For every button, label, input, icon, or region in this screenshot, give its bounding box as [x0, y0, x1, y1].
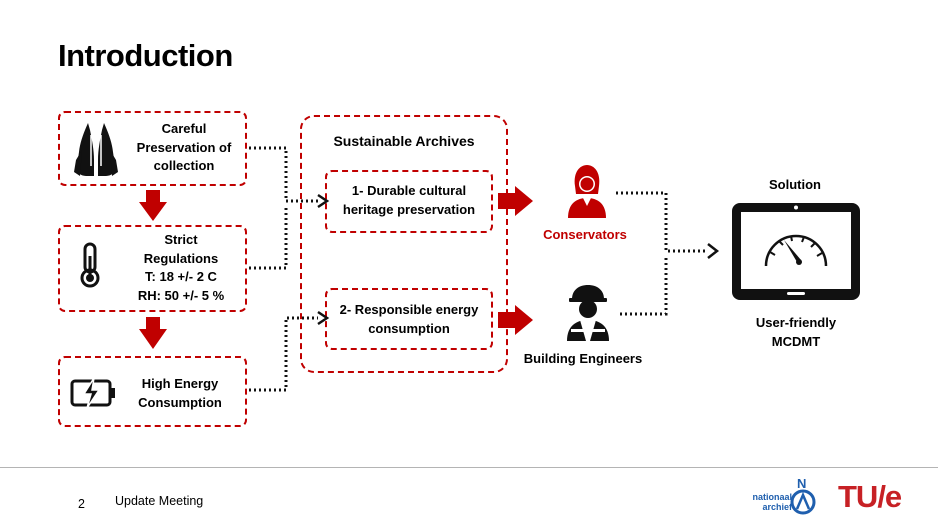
- nationaal-archief-icon: [790, 489, 816, 515]
- box-strict-regulations: [58, 225, 247, 312]
- logo-text: nationaal: [752, 492, 792, 502]
- text-line: User-friendly: [755, 315, 837, 330]
- logo-text: archief: [762, 502, 792, 512]
- tue-logo: TU/e: [838, 479, 902, 514]
- page-number: 2: [78, 497, 85, 511]
- nationaal-archief-logo: nationaal archief: [732, 492, 792, 512]
- text-line: Preservation of: [136, 139, 232, 155]
- text-line: MCDMT: [771, 334, 821, 349]
- praying-hands-icon: [74, 123, 118, 176]
- connector-left-top: [249, 146, 318, 270]
- box-high-energy-text: High Energy Consumption: [128, 375, 232, 412]
- text-line: T: 18 +/- 2 C: [145, 269, 217, 284]
- box-careful-preservation-text: Careful Preservation of collection: [122, 120, 246, 176]
- footer-text: Update Meeting: [115, 494, 204, 508]
- box-strict-regulations-text: Strict Regulations T: 18 +/- 2 C RH: 50 …: [120, 231, 242, 305]
- text-line: consumption: [368, 320, 450, 336]
- text-line: Consumption: [138, 394, 222, 410]
- arrowhead: [317, 310, 330, 326]
- nationaal-archief-letter: N: [797, 476, 807, 491]
- arrow-down: [139, 317, 167, 349]
- slide-title: Introduction: [58, 38, 233, 73]
- connector-left-bottom: [249, 316, 318, 392]
- engineer-icon: [567, 285, 609, 341]
- box-careful-preservation: [58, 111, 247, 186]
- arrow-right: [498, 186, 533, 216]
- solution-text: User-friendly MCDMT: [740, 313, 852, 351]
- conservator-icon: [568, 165, 606, 218]
- box-high-energy: [58, 356, 247, 427]
- text-line: heritage preservation: [342, 201, 476, 217]
- text-line: RH: 50 +/- 5 %: [137, 287, 225, 303]
- text-line: Careful: [161, 121, 207, 136]
- text-line: 1- Durable cultural: [351, 183, 467, 198]
- box-durable-preservation-text: 1- Durable cultural heritage preservatio…: [325, 182, 493, 219]
- arrowhead: [317, 193, 330, 209]
- text-line: 2- Responsible energy: [339, 302, 479, 317]
- tablet-gauge-icon: [732, 203, 860, 300]
- text-line: collection: [153, 158, 215, 173]
- sustainable-archives-container: [300, 115, 508, 373]
- thermometer-icon: [80, 242, 100, 288]
- arrow-right: [498, 305, 533, 335]
- sustainable-archives-title: Sustainable Archives: [333, 133, 475, 149]
- building-engineers-label: Building Engineers: [523, 351, 643, 366]
- battery-charging-icon: [70, 377, 115, 409]
- solution-heading: Solution: [769, 177, 821, 192]
- connector-right: [616, 191, 708, 316]
- conservators-label: Conservators: [543, 227, 627, 242]
- footer-divider: [0, 467, 938, 468]
- arrow-down: [139, 190, 167, 221]
- text-line: Regulations: [143, 250, 219, 266]
- text-line: Strict: [164, 232, 198, 247]
- arrowhead: [707, 243, 720, 259]
- text-line: High Energy: [141, 376, 219, 391]
- box-responsible-energy-text: 2- Responsible energy consumption: [325, 301, 493, 338]
